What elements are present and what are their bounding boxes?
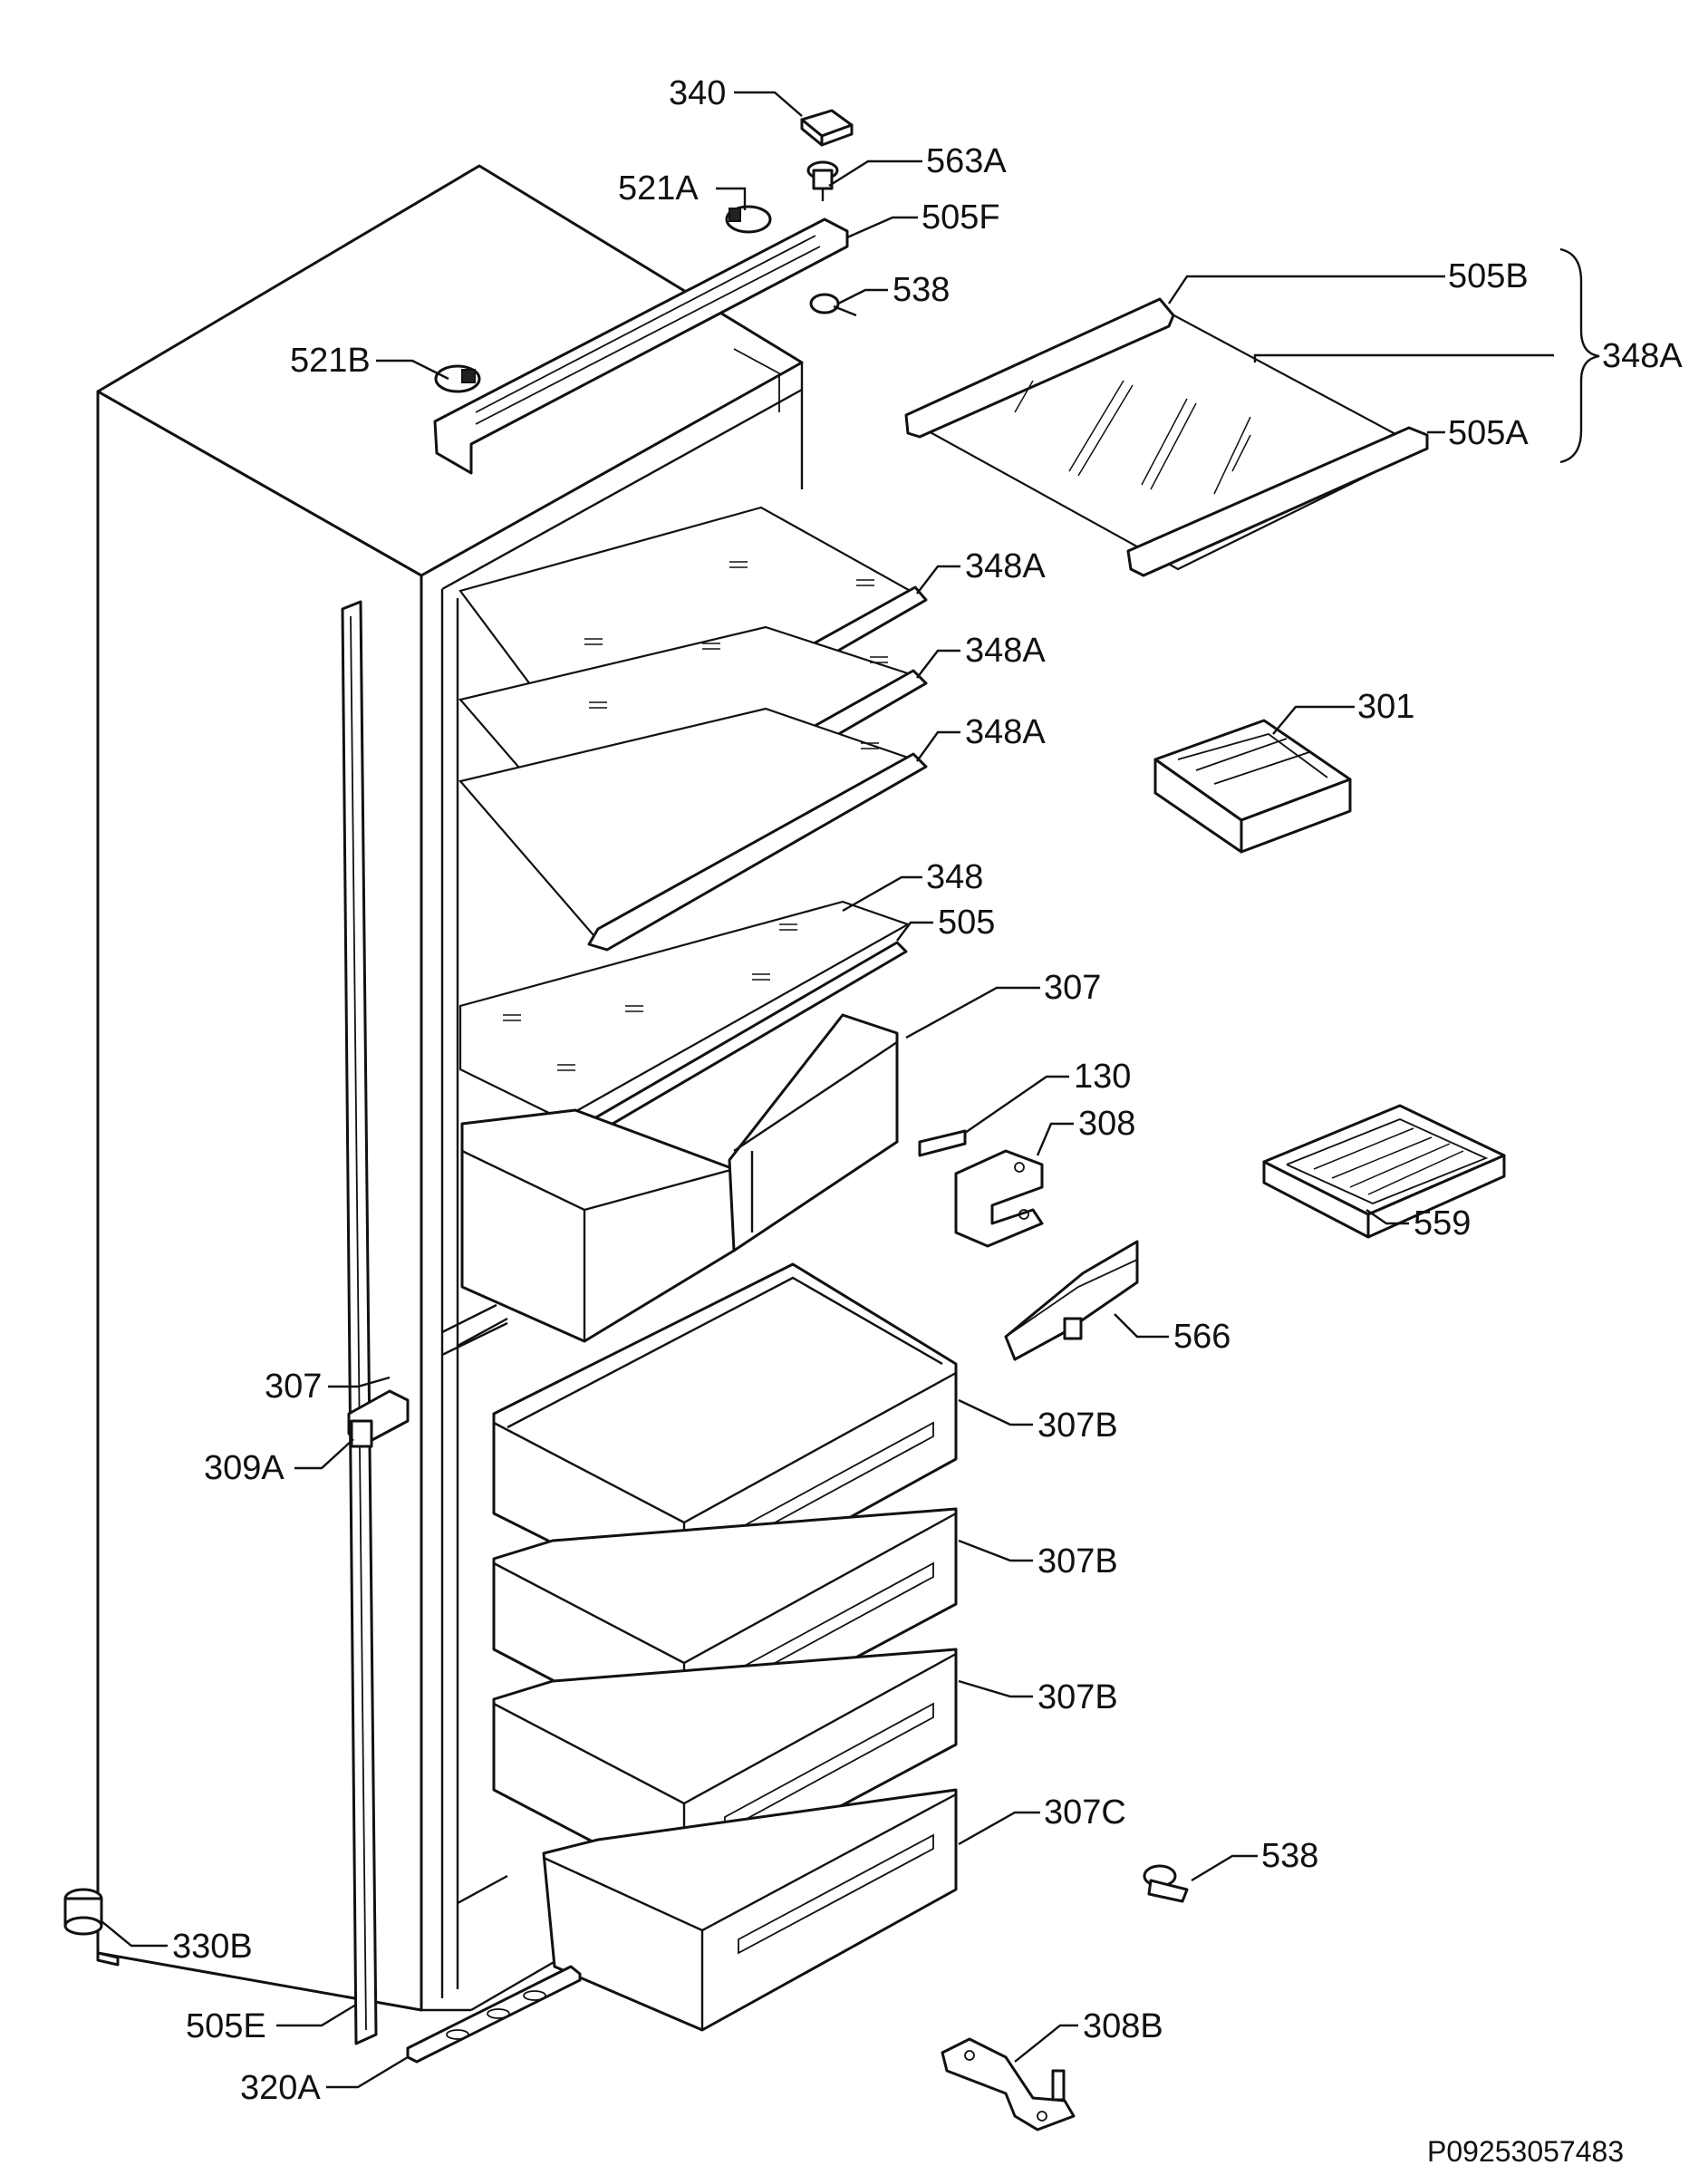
leader-lines [101,91,1554,2089]
part-538-bottom-bracket [1143,1864,1189,1903]
part-538-top-bracket [809,293,840,314]
part-320a-bracket [406,1965,582,2064]
fridge-glass-shelves [458,506,928,1153]
label-301: 301 [1357,688,1414,726]
label-348: 348 [926,858,983,896]
label-340: 340 [669,74,726,112]
label-307b-2: 307B [1037,1542,1118,1580]
part-566-handle [1004,1240,1139,1361]
label-538-top: 538 [893,271,950,309]
label-521a: 521A [618,169,699,208]
label-348a-3: 348A [965,713,1046,751]
label-538-bottom: 538 [1261,1837,1318,1875]
label-566: 566 [1173,1318,1230,1356]
label-308b: 308B [1083,2007,1163,2045]
part-308b-bottom-hinge [941,2037,1076,2132]
shelf-trim-505b [904,297,1175,439]
label-505e: 505E [186,2007,266,2045]
label-330b: 330B [172,1928,253,1966]
part-559-tray [1262,1104,1506,1239]
label-307-left: 307 [265,1368,322,1406]
label-307c: 307C [1044,1793,1126,1832]
label-348a-group: 348A [1602,337,1683,375]
label-130: 130 [1074,1058,1131,1096]
part-130-strip [918,1129,967,1157]
label-505: 505 [938,904,995,942]
part-labels: 340 563A 521A 505F 538 521B 505B 348A 50… [172,74,1683,2168]
label-505b: 505B [1448,257,1529,295]
door-gasket-505e [341,600,378,2045]
part-330b-foot [63,1888,103,1936]
label-348a-2: 348A [965,632,1046,670]
part-301-ice-tray [1153,719,1352,854]
freezer-drawer-307c [542,1788,958,2032]
label-308: 308 [1078,1105,1135,1143]
drawing-code: P09253057483 [1427,2135,1624,2168]
label-320a: 320A [240,2069,321,2107]
label-521b: 521B [290,342,371,380]
top-hinge-parts [433,109,857,475]
label-505a: 505A [1448,414,1529,452]
part-309a-clip [347,1389,410,1448]
shelf-trim-505a [1126,426,1429,577]
label-307-top: 307 [1044,969,1101,1007]
label-307b-3: 307B [1037,1678,1118,1716]
label-563a: 563A [926,142,1007,180]
crisper-drawers-307 [460,1013,899,1343]
part-505f-top-rail [433,218,849,475]
freezer-drawers [492,1262,958,2032]
label-348a-1: 348A [965,547,1046,585]
glass-shelf-assembly-348a [904,297,1429,577]
label-309a: 309A [204,1449,285,1487]
part-308-hinge [954,1149,1044,1248]
group-brace-348a [1559,247,1600,464]
label-307b-1: 307B [1037,1406,1118,1445]
small-parts [63,719,1506,2132]
label-505f: 505F [922,198,1000,237]
label-559: 559 [1414,1204,1471,1242]
